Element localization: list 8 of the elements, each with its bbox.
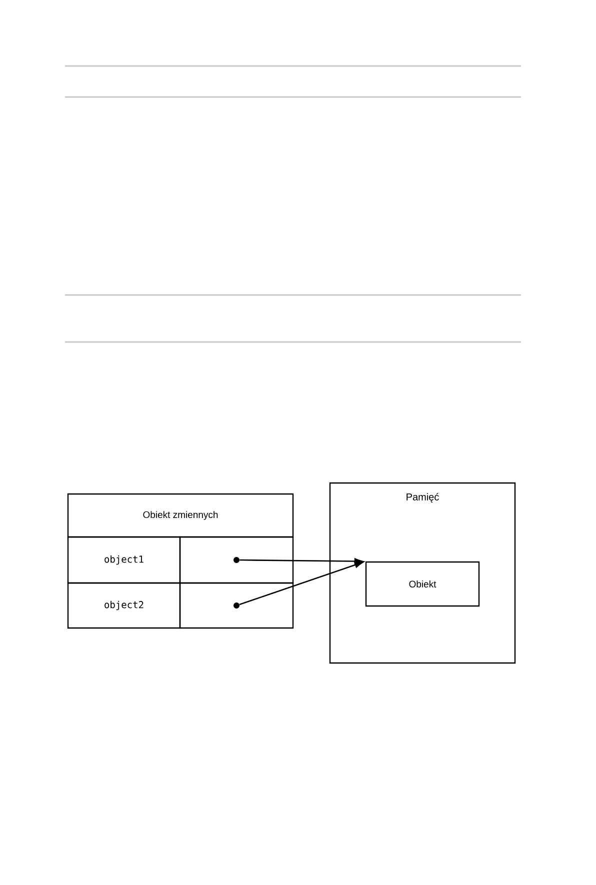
table-cell [179,536,294,584]
table-cell: object2 [67,582,181,629]
table-cell [179,582,294,629]
arrow [239,562,364,606]
arrow [240,558,363,564]
table-cell: object1 [67,536,181,584]
object-box: Obiekt [365,561,480,607]
table-header-cell: Obiekt zmiennych [67,493,294,538]
